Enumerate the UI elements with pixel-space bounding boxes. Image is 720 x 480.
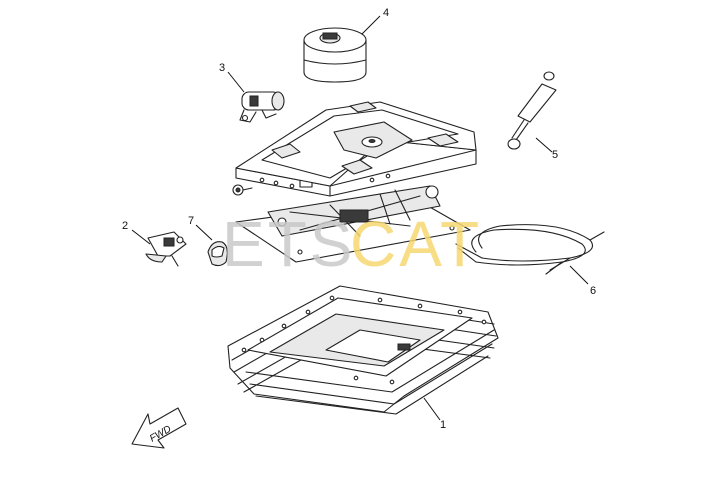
callout-1: 1 bbox=[440, 419, 446, 431]
leader-6 bbox=[569, 265, 589, 285]
watermark: ETS CAT bbox=[222, 208, 482, 280]
part-2-latch bbox=[145, 231, 187, 267]
leader-3 bbox=[227, 71, 245, 93]
part-6-cables bbox=[455, 224, 605, 275]
part-5-gas-strut bbox=[507, 71, 557, 150]
callout-labels: 4 3 5 2 7 6 1 bbox=[122, 7, 596, 431]
part-1-bellows bbox=[227, 285, 499, 415]
leader-1 bbox=[423, 397, 441, 421]
callout-7: 7 bbox=[188, 215, 194, 227]
leader-2 bbox=[131, 229, 151, 245]
callout-4: 4 bbox=[383, 7, 389, 19]
seat-suspension-assembly bbox=[232, 101, 477, 263]
leader-7 bbox=[195, 224, 213, 241]
callout-6: 6 bbox=[590, 285, 596, 297]
watermark-text-cat: CAT bbox=[350, 208, 482, 280]
callout-5: 5 bbox=[552, 149, 558, 161]
callout-2: 2 bbox=[122, 220, 128, 232]
fwd-arrow: FWD bbox=[131, 407, 187, 449]
callout-3: 3 bbox=[219, 62, 225, 74]
leader-5 bbox=[535, 137, 553, 153]
part-7-knob bbox=[207, 241, 228, 267]
leader-lines bbox=[131, 15, 589, 421]
watermark-text-ets: ETS bbox=[222, 208, 355, 280]
leader-4 bbox=[361, 15, 381, 35]
part-3-motor bbox=[239, 91, 285, 123]
part-4-cylinder-cap bbox=[303, 27, 367, 83]
